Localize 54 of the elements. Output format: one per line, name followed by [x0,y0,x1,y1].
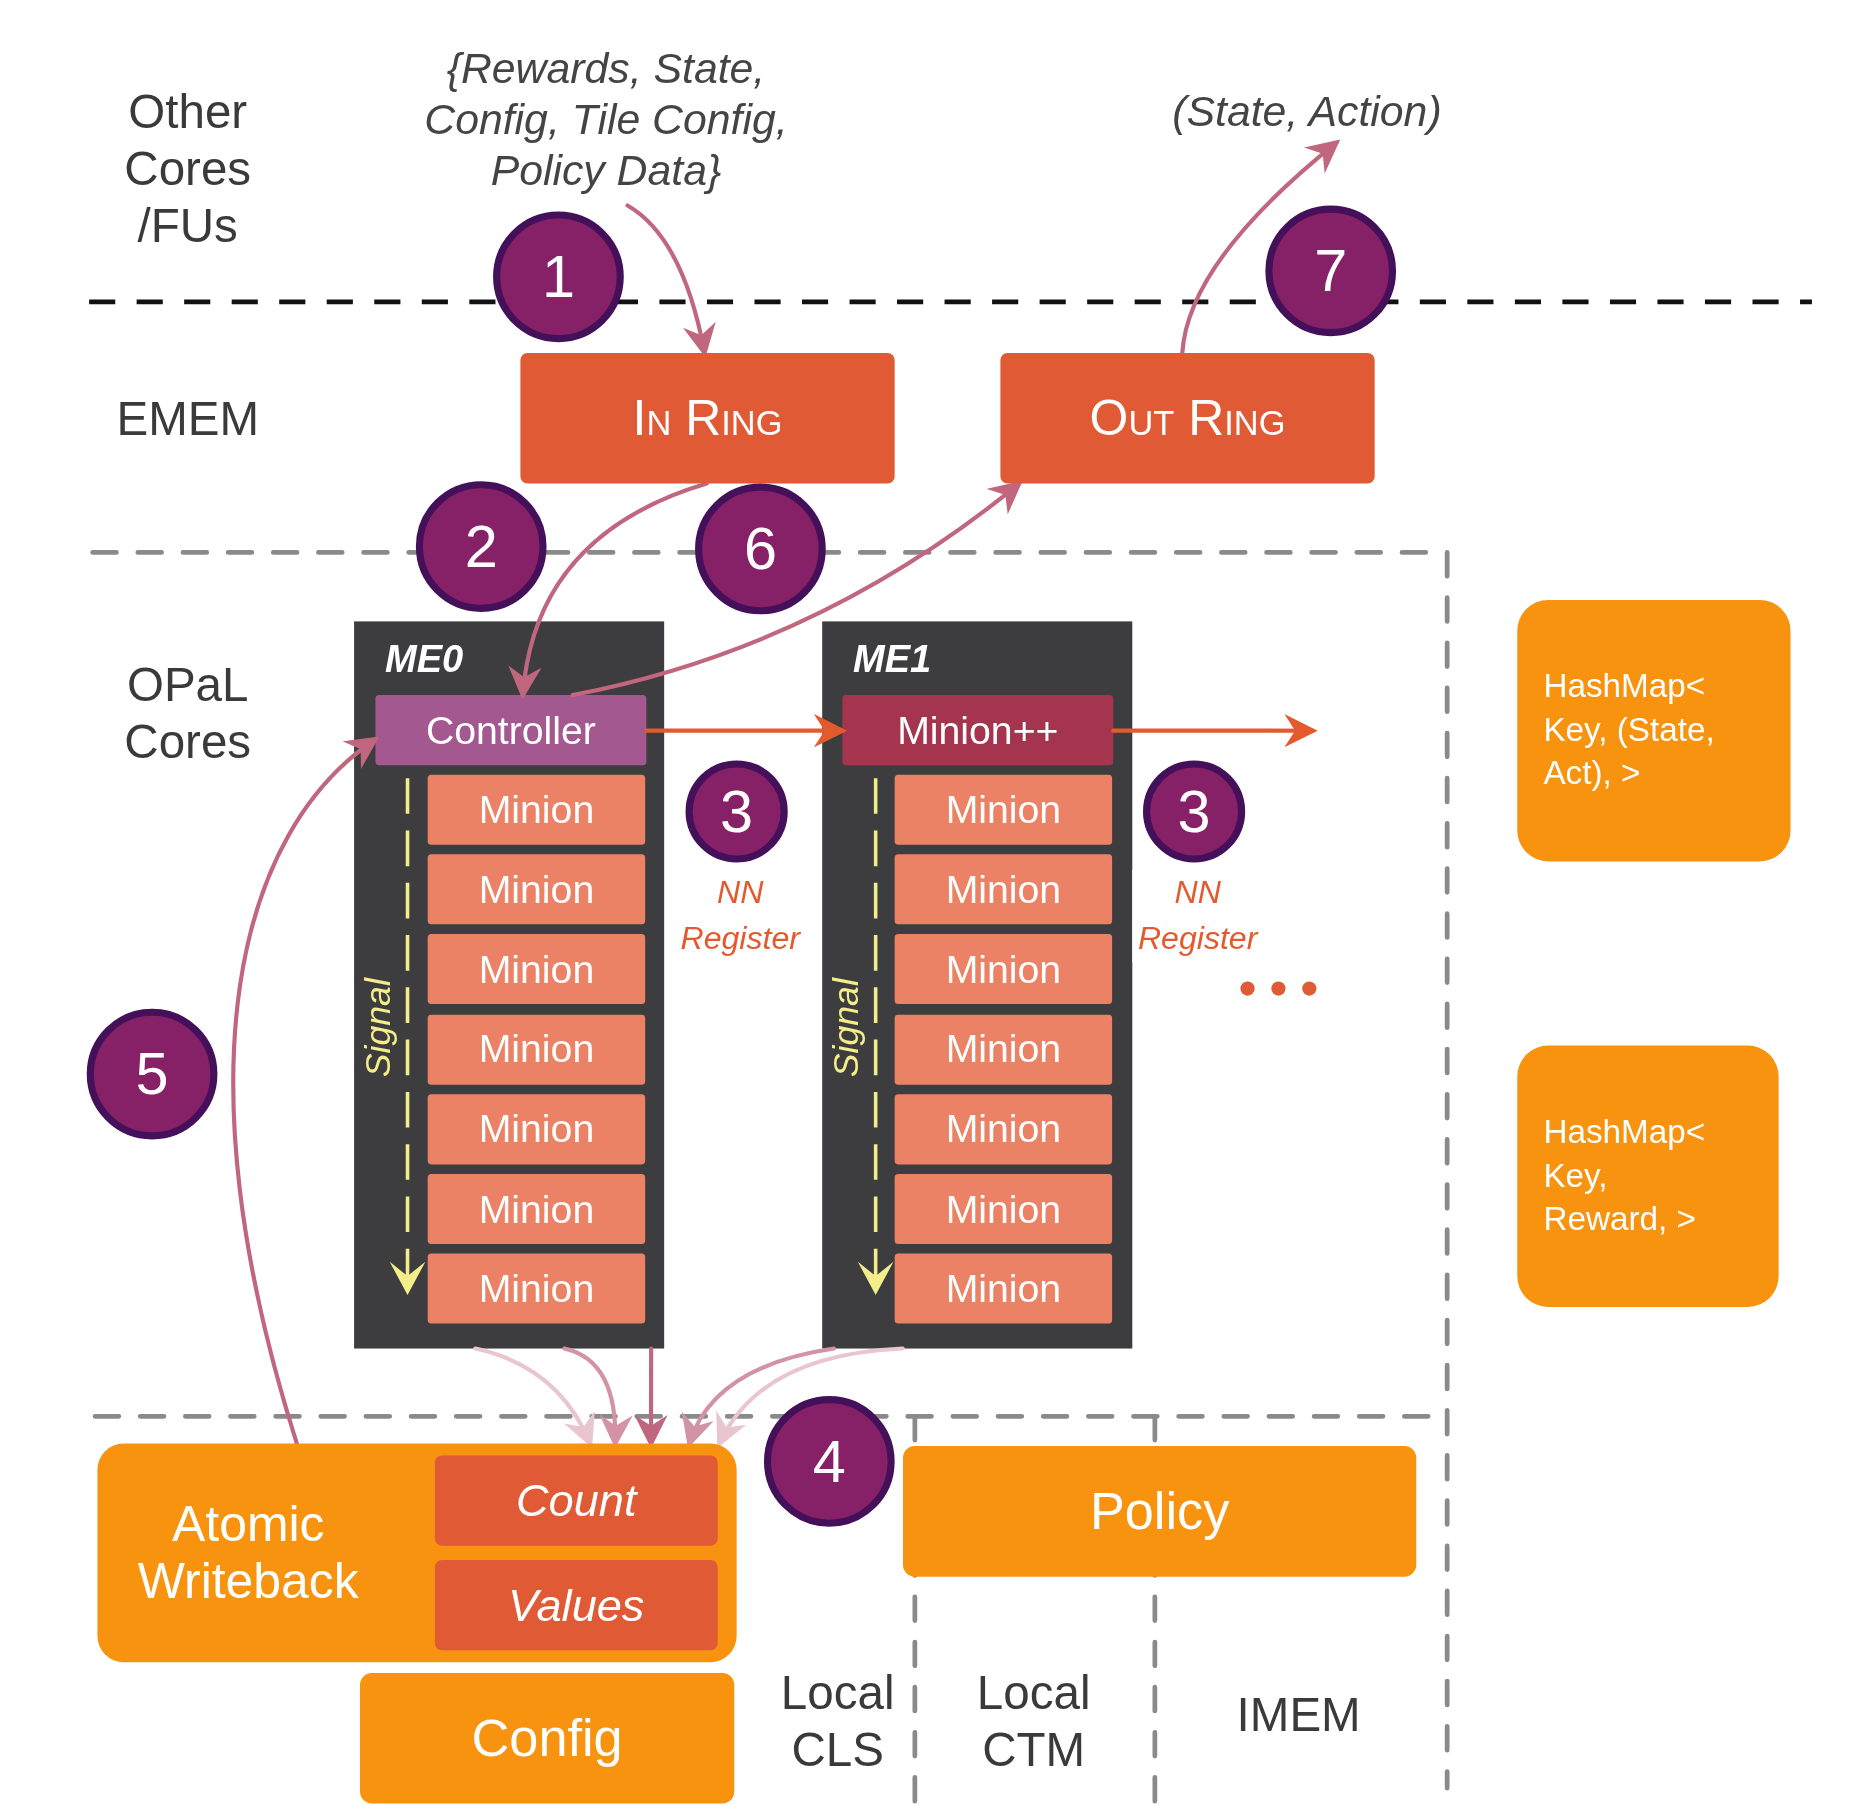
minion-box: Minion [894,1253,1113,1324]
region-label: Other Cores /FUs [123,84,253,254]
memory-field-box: Count [434,1455,718,1546]
region-label: IMEM [1235,1687,1362,1743]
hashmap-box: HashMap< Key, (State, Act), > [1517,600,1791,862]
annotation-text: {Rewards, State, Config, Tile Config, Policy Data} [409,33,802,206]
region-label: OPaL Cores [123,657,253,770]
minion-plus-box: Minion++ [842,695,1114,766]
minion-box: Minion [427,774,646,845]
arrow [1111,714,1318,748]
step-number-circle: 3 [685,760,788,863]
minion-box: Minion [894,854,1113,925]
writeback-panel [97,1443,737,1663]
signal-label: Signal [824,976,866,1080]
signal-label: Signal [356,976,398,1080]
minion-box: Minion [427,1094,646,1165]
memory-field-box: Values [434,1560,718,1651]
memory-ring-box: In Ring [520,352,895,484]
memory-region-box: Config [360,1672,735,1804]
minion-box: Minion [894,1014,1113,1085]
minion-box: Minion [894,934,1113,1005]
region-label: Local CLS [779,1664,896,1778]
panel-title: ME0 [384,638,464,682]
minion-box: Minion [894,1173,1113,1244]
core-panel [822,621,1133,1349]
annotation-text: (State, Action) [1140,80,1474,143]
arrow [644,714,848,748]
arrow [509,481,709,700]
minion-box: Minion [427,1014,646,1085]
step-number-circle: 2 [415,481,547,612]
step-number-circle: 3 [1143,760,1246,863]
panel-title: ME1 [853,638,932,682]
panel-title: Atomic Writeback [136,1495,360,1611]
step-number-circle: 6 [695,483,826,615]
arrow [717,1346,905,1448]
step-number-circle: 4 [763,1396,895,1527]
step-number-circle: 5 [86,1008,218,1140]
minion-box: Minion [427,934,646,1005]
minion-box: Minion [894,774,1113,845]
arrow [1180,139,1341,355]
core-panel [354,621,665,1349]
step-number-circle: 1 [493,211,624,343]
minion-box: Minion [427,854,646,925]
memory-ring-box: Out Ring [1000,352,1375,484]
region-label: EMEM [115,391,260,447]
memory-region-box: Policy [903,1445,1417,1577]
minion-box: Minion [894,1094,1113,1165]
minion-box: Minion [427,1173,646,1244]
controller-box: Controller [375,695,647,766]
arrow [231,736,380,1446]
hashmap-box: HashMap< Key, Reward, > [1517,1045,1779,1307]
region-label: Local CTM [975,1664,1092,1778]
minion-box: Minion [427,1253,646,1324]
step-number-circle: 7 [1265,205,1397,337]
